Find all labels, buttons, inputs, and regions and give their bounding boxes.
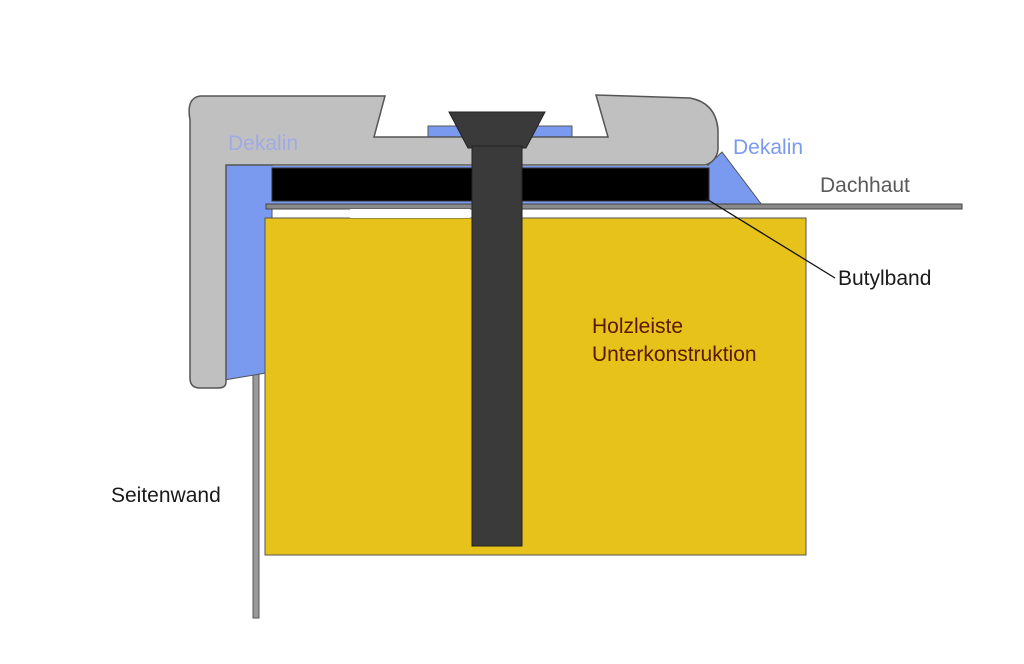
label-dachhaut: Dachhaut <box>820 174 910 197</box>
label-dekalin-right: Dekalin <box>733 136 804 159</box>
butylband-leader-line <box>704 197 836 279</box>
aluminium-edge-profile <box>188 94 719 389</box>
screw-head <box>448 111 546 149</box>
screw-shaft <box>471 145 523 547</box>
side-gap <box>350 209 470 218</box>
wood-batten <box>264 217 807 556</box>
label-holzleiste: Holzleiste <box>592 315 684 338</box>
label-seitenwand: Seitenwand <box>111 484 221 507</box>
label-butylband: Butylband <box>838 267 932 290</box>
label-dekalin-left: Dekalin <box>228 132 299 155</box>
roof-skin <box>265 203 963 210</box>
label-unterkonstruktion: Unterkonstruktion <box>592 343 757 366</box>
screw <box>448 111 546 547</box>
